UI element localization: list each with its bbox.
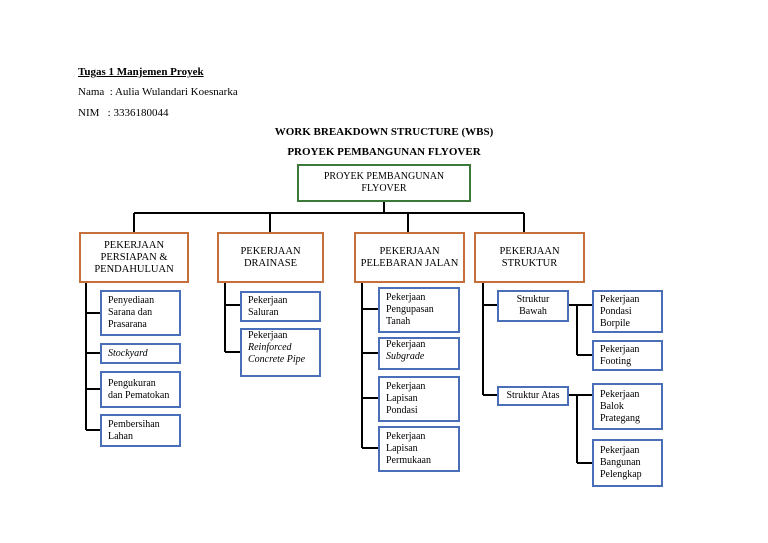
leaf-footing: Pekerjaan Footing [592,340,663,371]
leaf-pondasi-borpile: Pekerjaan Pondasi Borpile [592,290,663,333]
leaf-label-italic: Subgrade [386,351,425,362]
leaf-balok-prategang: Pekerjaan Balok Prategang [592,383,663,430]
leaf-label: Pekerjaan [386,339,426,350]
wbs-root-node: PROYEK PEMBANGUNAN FLYOVER [297,164,471,202]
student-name: Nama : Aulia Wulandari Koesnarka [78,86,238,98]
project-title: PROYEK PEMBANGUNAN FLYOVER [287,146,481,158]
leaf-label: Pekerjaan [248,330,288,341]
leaf-bangunan-pelengkap: Pekerjaan Bangunan Pelengkap [592,439,663,487]
leaf-subgrade: Pekerjaan Subgrade [378,337,460,370]
node-pekerjaan-struktur: PEKERJAAN STRUKTUR [474,232,585,283]
course-title: Tugas 1 Manjemen Proyek [78,66,204,78]
wbs-title: WORK BREAKDOWN STRUCTURE (WBS) [274,126,494,138]
leaf-label-italic: Reinforced Concrete Pipe [248,342,306,365]
node-pekerjaan-pelebaran-jalan: PEKERJAAN PELEBARAN JALAN [354,232,465,283]
leaf-reinforced-concrete-pipe: Pekerjaan Reinforced Concrete Pipe [240,328,321,377]
leaf-lapisan-pondasi: Pekerjaan Lapisan Pondasi [378,376,460,422]
leaf-pekerjaan-saluran: Pekerjaan Saluran [240,291,321,322]
node-pekerjaan-drainase: PEKERJAAN DRAINASE [217,232,324,283]
leaf-pengukuran-pematokan: Pengukuran dan Pematokan [100,371,181,408]
leaf-lapisan-permukaan: Pekerjaan Lapisan Permukaan [378,426,460,472]
leaf-stockyard: Stockyard [100,343,181,364]
leaf-pembersihan-lahan: Pembersihan Lahan [100,414,181,447]
leaf-pengupasan-tanah: Pekerjaan Pengupasan Tanah [378,287,460,333]
node-struktur-atas: Struktur Atas [497,386,569,406]
node-pekerjaan-persiapan: PEKERJAAN PERSIAPAN & PENDAHULUAN [79,232,189,283]
node-struktur-bawah: Struktur Bawah [497,290,569,322]
leaf-penyediaan-sarana: Penyediaan Sarana dan Prasarana [100,290,181,336]
student-nim: NIM : 3336180044 [78,107,169,119]
